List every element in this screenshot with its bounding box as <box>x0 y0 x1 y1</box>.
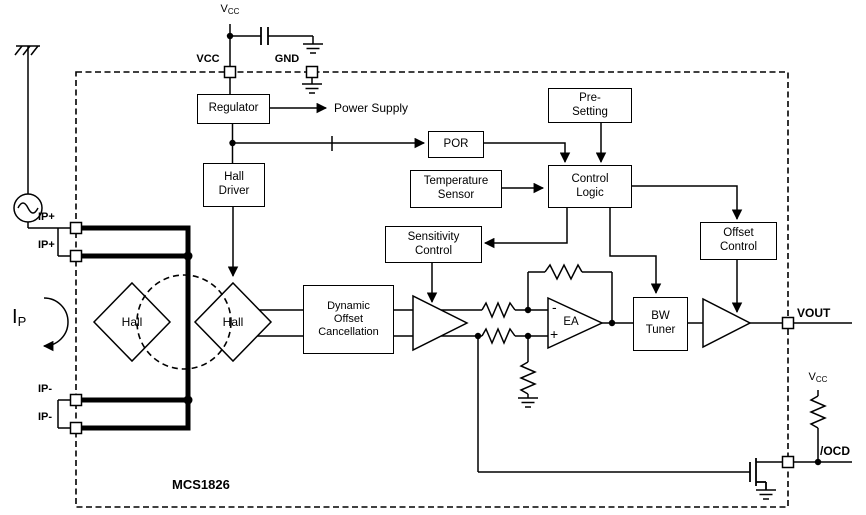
bw-tuner-line1: BW <box>651 310 670 323</box>
pre-setting-line1: Pre- <box>579 91 601 104</box>
hall-driver-block: Hall Driver <box>203 163 265 207</box>
sensitivity-control-line2: Control <box>414 244 453 257</box>
gnd-pin-label: GND <box>274 53 300 65</box>
ip-plus-pin-label-a: IP+ <box>38 211 55 223</box>
sensitivity-control-block: Sensitivity Control <box>385 226 482 263</box>
preamplifier-icon <box>412 294 469 352</box>
ip-plus-pin-square-b <box>69 249 83 263</box>
primary-current-label: IP <box>12 306 26 329</box>
primary-current-symbol: I <box>12 306 18 328</box>
hall-driver-line2: Driver <box>218 185 250 197</box>
vout-pin-square <box>781 316 795 330</box>
regulator-label: Regulator <box>208 102 259 115</box>
sensitivity-control-line1: Sensitivity <box>407 230 460 243</box>
chip-name-label: MCS1826 <box>172 477 230 492</box>
ip-minus-pin-label-a: IP- <box>38 383 53 395</box>
hall-driver-line1: Hall <box>224 171 244 184</box>
bw-tuner-block: BW Tuner <box>633 297 688 351</box>
pullup-v: V <box>808 371 816 383</box>
regulator-block: Regulator <box>197 94 270 124</box>
output-buffer-icon <box>702 297 752 349</box>
junction-dots <box>226 32 822 466</box>
flux-coupling-circle <box>136 274 232 370</box>
error-amplifier-icon <box>547 296 604 350</box>
offset-control-block: Offset Control <box>700 222 777 260</box>
nmos-transistor-icon <box>749 458 767 490</box>
wires <box>27 24 852 473</box>
junction-dot <box>183 251 193 261</box>
offset-control-line2: Control <box>719 241 758 253</box>
ground-icon <box>756 489 776 500</box>
vcc-supply-v: V <box>220 3 228 15</box>
ea-noninverting-input-label: + <box>550 326 559 342</box>
current-direction-arrow <box>42 297 69 352</box>
hall-plate-left <box>92 281 172 363</box>
doc-line3: Cancellation <box>318 325 379 338</box>
ground-icon <box>303 36 323 54</box>
pin-squares <box>69 65 795 469</box>
por-label: POR <box>443 137 469 150</box>
por-block: POR <box>428 131 484 158</box>
gnd-pin-square <box>305 65 319 79</box>
control-logic-line2: Logic <box>576 186 604 199</box>
doc-line1: Dynamic <box>327 300 370 313</box>
chip-boundary <box>75 71 789 508</box>
resistor-icon <box>481 263 827 429</box>
primary-current-sub: P <box>17 314 27 329</box>
vout-pin-label: VOUT <box>797 306 831 320</box>
ip-plus-pin-label-b: IP+ <box>38 239 55 251</box>
capacitor-icon <box>260 27 269 45</box>
ac-source-icon <box>13 193 43 223</box>
power-supply-label: Power Supply <box>334 101 409 115</box>
ground-icon <box>518 397 538 408</box>
ocd-pin-square <box>781 455 795 469</box>
ip-plus-pin-square-a <box>69 221 83 235</box>
control-logic-block: Control Logic <box>548 165 632 208</box>
hall-right-label: Hall <box>222 315 244 329</box>
temperature-sensor-line1: Temperature <box>423 175 489 188</box>
vcc-pin-label: VCC <box>196 53 220 65</box>
temperature-sensor-line2: Sensor <box>437 189 475 201</box>
offset-control-line1: Offset <box>723 227 754 240</box>
vcc-supply-label: VCC <box>215 3 245 16</box>
chassis-ground-icon <box>14 45 40 56</box>
vcc-supply-sub: CC <box>227 7 240 16</box>
doc-line2: Offset <box>333 313 364 326</box>
hall-plate-right <box>193 281 273 363</box>
ground-icon <box>302 83 322 94</box>
pullup-sub: CC <box>815 375 828 384</box>
ea-inverting-input-label: - <box>552 299 557 315</box>
pre-setting-block: Pre- Setting <box>548 88 632 123</box>
ip-minus-pin-square-a <box>69 393 83 407</box>
control-logic-line1: Control <box>571 172 609 185</box>
dynamic-offset-cancellation-block: Dynamic Offset Cancellation <box>303 285 394 354</box>
ocd-pin-label: /OCD <box>820 444 850 458</box>
ip-minus-pin-label-b: IP- <box>38 411 53 423</box>
temperature-sensor-block: Temperature Sensor <box>410 170 502 208</box>
bw-tuner-line2: Tuner <box>645 324 676 336</box>
ip-minus-pin-square-b <box>69 421 83 435</box>
vcc-pin-square <box>223 65 237 79</box>
pre-setting-line2: Setting <box>572 105 608 118</box>
ocd-pullup-vcc-label: VCC <box>802 371 834 384</box>
hall-left-label: Hall <box>121 315 143 329</box>
junction-dot <box>183 395 193 405</box>
ea-label: EA <box>563 316 579 328</box>
